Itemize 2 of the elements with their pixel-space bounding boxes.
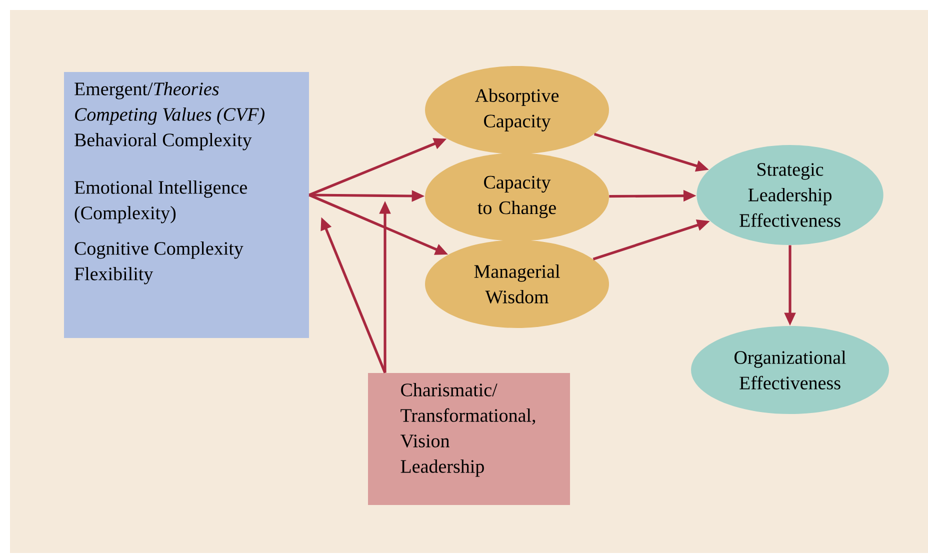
concept-box: Emergent/Theories Competing Values (CVF) Behavioral Complexity Emotional Intelligence (Complexity) Cognitive Complexity Flexibility	[64, 72, 309, 338]
concept-box: Charismatic/ Transformational, Vision Leadership	[368, 373, 570, 505]
